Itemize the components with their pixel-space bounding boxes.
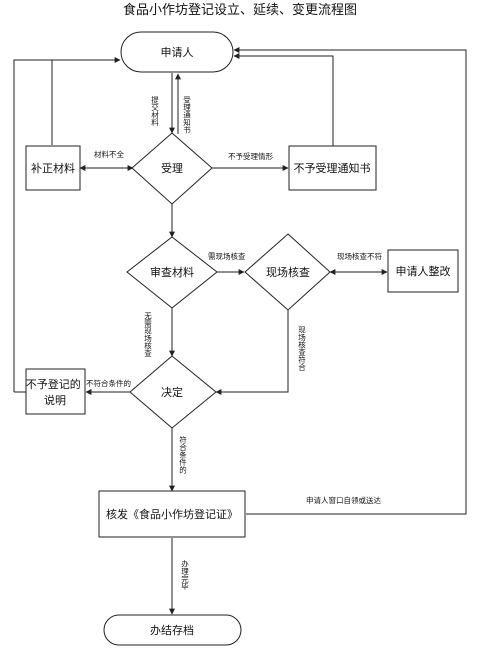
edge-label-not-qualified: 不符合条件的 xyxy=(86,378,131,388)
node-review-label: 审查材料 xyxy=(150,265,194,279)
node-archive-label: 办结存档 xyxy=(150,623,194,637)
node-applicant-label: 申请人 xyxy=(161,46,194,59)
node-issue-label: 核发《食品小作坊登记证》 xyxy=(106,507,238,521)
edge-label-pickup: 申请人窗口自领或送达 xyxy=(306,495,381,505)
edge-supplement-loop xyxy=(13,59,53,392)
edge-label-accept-notice: 受理通知书 xyxy=(182,95,191,135)
edge-label-no-site: 无需现场核查 xyxy=(143,312,152,358)
node-reject-notice: 不予受理通知书 xyxy=(288,145,377,191)
node-site-check-label: 现场核查 xyxy=(266,265,310,279)
node-accept: 受理 xyxy=(131,132,213,205)
edge-label-incomplete: 材料不全 xyxy=(94,149,124,159)
diagram-title: 食品小作坊登记设立、延续、变更流程图 xyxy=(123,2,357,18)
node-decide: 决定 xyxy=(129,355,217,429)
node-supplement: 补正材料 xyxy=(25,145,81,191)
node-applicant: 申请人 xyxy=(120,31,234,73)
edge-reject-loop xyxy=(233,53,334,146)
edge-label-done: 办理完毕 xyxy=(180,559,189,592)
node-accept-label: 受理 xyxy=(161,162,183,175)
node-no-reg-line1: 不予登记的 xyxy=(26,377,81,391)
node-issue: 核发《食品小作坊登记证》 xyxy=(98,490,246,538)
node-rectify-label: 申请人整改 xyxy=(396,264,451,278)
edge-label-not-accept: 不予受理情形 xyxy=(228,151,273,161)
node-site-check: 现场核查 xyxy=(244,233,331,311)
node-no-reg: 不予登记的 说明 xyxy=(25,368,86,415)
node-review: 审查材料 xyxy=(126,236,218,309)
edge-pickup xyxy=(233,47,467,515)
edge-label-site-pass: 现场核查符合 xyxy=(297,326,306,373)
edge-label-site-fail: 现场核查不符 xyxy=(337,251,382,261)
node-supplement-label: 补正材料 xyxy=(31,161,75,175)
edge-label-qualified: 符合条件的 xyxy=(178,435,187,475)
node-decide-label: 决定 xyxy=(161,385,183,399)
node-no-reg-label: 不予登记的 说明 xyxy=(26,377,85,407)
node-no-reg-line2: 说明 xyxy=(44,393,66,407)
edge-site-pass xyxy=(215,310,289,395)
node-reject-notice-label: 不予受理通知书 xyxy=(294,161,371,175)
edge-label-need-site: 需现场核查 xyxy=(208,251,246,261)
node-archive: 办结存档 xyxy=(103,614,242,646)
edge-label-submit: 提交材料 xyxy=(150,95,159,128)
node-rectify: 申请人整改 xyxy=(387,249,459,293)
